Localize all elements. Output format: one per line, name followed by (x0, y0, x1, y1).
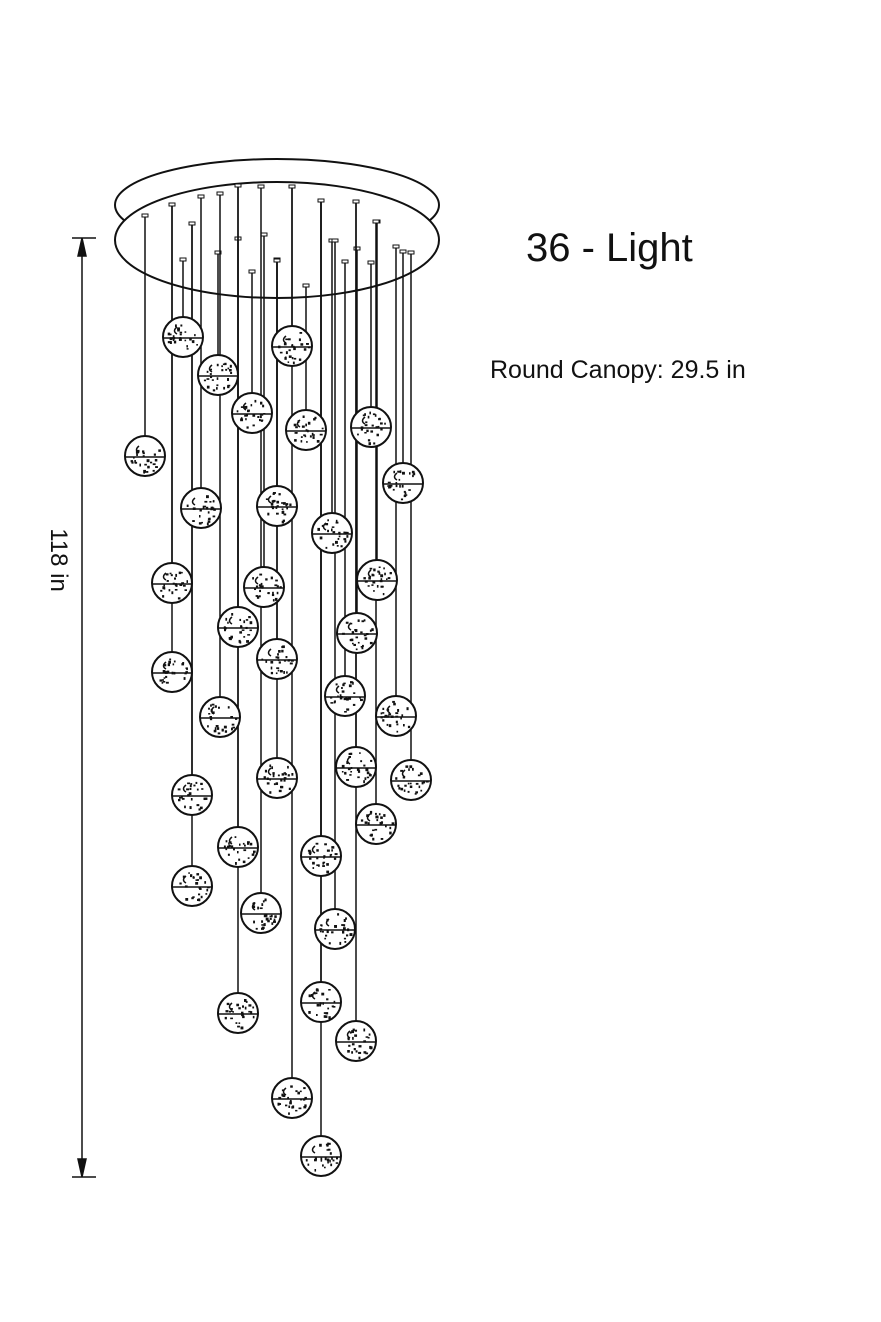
mount-cap (179, 257, 187, 262)
canopy-size-label: Round Canopy: 29.5 in (490, 356, 746, 384)
mount-cap (260, 232, 268, 237)
glass-ball (256, 485, 298, 527)
mount-cap (288, 184, 296, 189)
mount-cap (407, 250, 415, 255)
mount-cap (168, 202, 176, 207)
glass-ball (243, 566, 285, 608)
mount-cap (392, 244, 400, 249)
mount-cap (234, 183, 242, 188)
glass-ball (151, 562, 193, 604)
glass-ball (197, 354, 239, 396)
glass-ball (335, 746, 377, 788)
mount-cap (317, 198, 325, 203)
glass-ball (171, 774, 213, 816)
glass-ball (311, 512, 353, 554)
mount-cap (399, 249, 407, 254)
mount-cap (214, 250, 222, 255)
glass-ball (271, 1077, 313, 1119)
mount-cap (353, 246, 361, 251)
arrow-up-icon (77, 237, 87, 257)
glass-ball (285, 409, 327, 451)
mount-cap (257, 184, 265, 189)
glass-ball (355, 803, 397, 845)
glass-ball (356, 559, 398, 601)
arrow-down-icon (77, 1158, 87, 1178)
glass-ball (217, 992, 259, 1034)
glass-ball (382, 462, 424, 504)
glass-ball (256, 757, 298, 799)
glass-ball (336, 612, 378, 654)
glass-ball (300, 981, 342, 1023)
glass-ball (240, 892, 282, 934)
glass-ball (350, 406, 392, 448)
glass-ball (256, 638, 298, 680)
mount-cap (367, 260, 375, 265)
glass-ball (375, 695, 417, 737)
mount-cap (248, 269, 256, 274)
glass-ball (151, 651, 193, 693)
glass-ball (217, 826, 259, 868)
mount-cap (273, 258, 281, 263)
mount-cap (331, 238, 339, 243)
glass-ball (124, 435, 166, 477)
glass-ball (324, 675, 366, 717)
height-label: 118 in (45, 528, 72, 592)
mount-cap (352, 199, 360, 204)
canopy (114, 158, 440, 299)
glass-ball (162, 316, 204, 358)
glass-ball (231, 392, 273, 434)
mount-cap (302, 283, 310, 288)
glass-ball (271, 325, 313, 367)
mount-cap (197, 194, 205, 199)
pendant-balls (124, 316, 432, 1177)
mount-cap (141, 213, 149, 218)
glass-ball (335, 1020, 377, 1062)
mount-cap (216, 191, 224, 196)
mount-cap (188, 221, 196, 226)
glass-ball (171, 865, 213, 907)
glass-ball (300, 835, 342, 877)
glass-ball (300, 1135, 342, 1177)
glass-ball (314, 908, 356, 950)
light-count-title: 36 - Light (526, 226, 693, 270)
height-dimension (72, 237, 96, 1178)
glass-ball (217, 606, 259, 648)
glass-ball (199, 696, 241, 738)
mount-cap (341, 259, 349, 264)
mount-cap (372, 219, 380, 224)
glass-ball (390, 759, 432, 801)
glass-ball (180, 487, 222, 529)
